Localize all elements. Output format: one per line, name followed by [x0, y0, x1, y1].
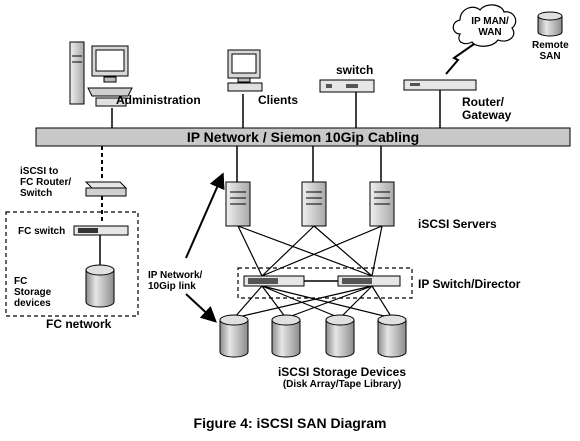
router-icon — [403, 79, 477, 91]
iscsi-storage-label: iSCSI Storage Devices (Disk Array/Tape L… — [262, 365, 422, 391]
fc-storage-line2: Storage — [14, 287, 52, 298]
iscsi-storage-line2: (Disk Array/Tape Library) — [282, 379, 402, 391]
iscsi-storage-icon — [271, 314, 301, 358]
ip-man-wan-line2: WAN — [478, 27, 502, 38]
iscsi-storage-line1: iSCSI Storage Devices — [277, 365, 407, 379]
server-uplinks — [236, 146, 382, 182]
administration-label: Administration — [116, 93, 201, 107]
router-gateway-line2: Gateway — [462, 108, 512, 123]
remote-san-line1: Remote — [532, 40, 569, 51]
fc-switch-label: FC switch — [18, 226, 66, 237]
administration-computer-icon — [69, 41, 133, 107]
ip-man-wan-label: IP MAN/ WAN — [470, 16, 510, 38]
iscsi-server-icon — [225, 181, 251, 227]
wireless-link-icon — [445, 43, 475, 75]
iscsi-fc-router-icon — [84, 181, 128, 197]
iscsi-router-line3: Switch — [20, 188, 53, 199]
fc-network-box — [5, 211, 139, 317]
clients-computer-icon — [227, 49, 263, 92]
ip-man-wan-cloud-icon — [452, 4, 517, 47]
router-gateway-label: Router/ Gateway — [462, 95, 512, 123]
figure-caption: Figure 4: iSCSI SAN Diagram — [193, 415, 387, 431]
ip-network-link-label: IP Network/ 10Gip link — [148, 270, 202, 292]
iscsi-fc-router-label: iSCSI to FC Router/ Switch — [20, 166, 71, 199]
ip-network-backbone — [35, 127, 571, 147]
remote-san-line2: SAN — [539, 51, 561, 62]
ip-network-link-line1: IP Network/ — [148, 270, 203, 281]
fc-storage-line3: devices — [14, 298, 51, 309]
iscsi-servers-label: iSCSI Servers — [418, 217, 497, 231]
fc-network-label: FC network — [46, 317, 112, 331]
iscsi-router-line2: FC Router/ — [20, 177, 72, 188]
top-device-links — [111, 90, 441, 128]
fc-storage-icon — [85, 264, 115, 308]
iscsi-storage-icon — [325, 314, 355, 358]
router-gateway-line1: Router/ — [462, 95, 504, 109]
iscsi-storage-icon — [377, 314, 407, 358]
ip-switch-director-label: IP Switch/Director — [418, 277, 521, 291]
fc-storage-label: FC Storage devices — [14, 276, 51, 309]
iscsi-storage-icon — [219, 314, 249, 358]
fc-switch-icon — [73, 225, 129, 236]
switch-label: switch — [336, 63, 374, 77]
ip-man-wan-line1: IP MAN/ — [471, 16, 509, 27]
ip-switch-director-box — [237, 267, 413, 299]
network-switch-icon — [319, 79, 375, 93]
ip-network-link-line2: 10Gip link — [148, 281, 196, 292]
link-arrow-down — [185, 293, 217, 323]
fc-storage-line1: FC — [14, 276, 28, 287]
iscsi-router-line1: iSCSI to — [20, 166, 59, 177]
clients-label: Clients — [258, 93, 299, 107]
backbone-label: IP Network / Siemon 10Gip Cabling — [186, 129, 420, 145]
ip-switch-icon — [243, 275, 401, 287]
san-mesh-links — [233, 225, 393, 319]
link-arrow-up — [185, 172, 225, 259]
iscsi-server-icon — [301, 181, 327, 227]
iscsi-server-icon — [369, 181, 395, 227]
remote-san-icon — [537, 11, 563, 37]
remote-san-label: Remote SAN — [532, 40, 569, 62]
